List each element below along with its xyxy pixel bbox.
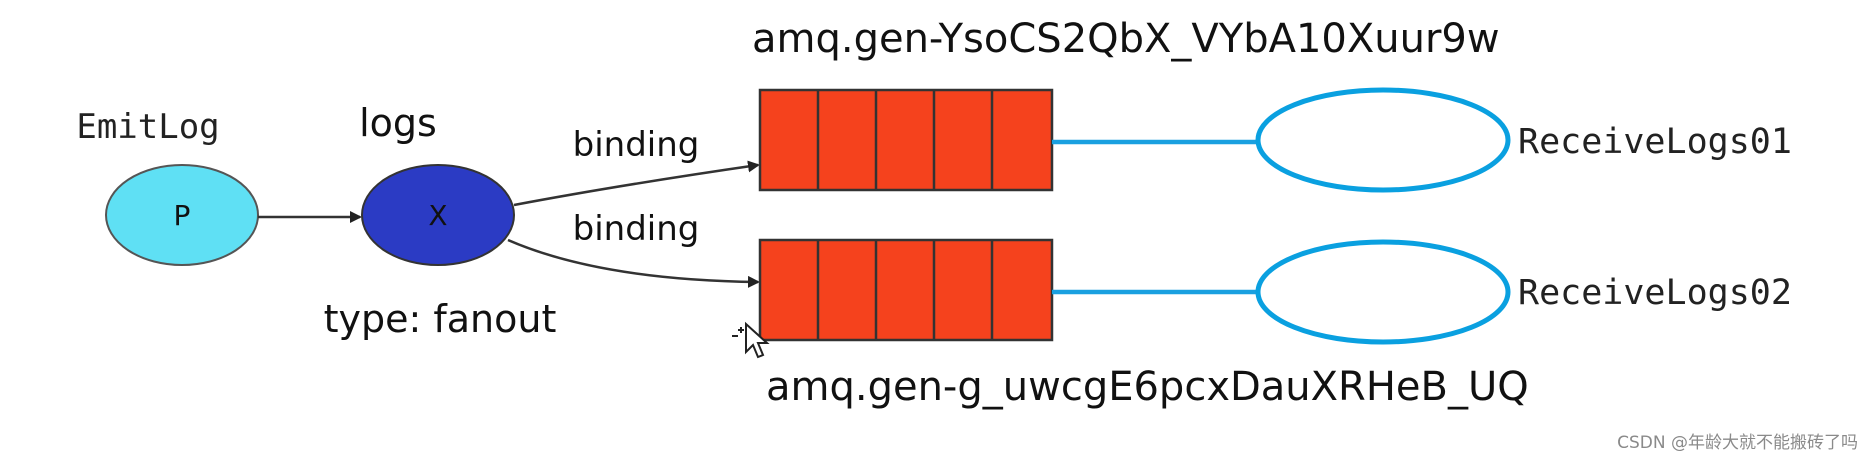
consumer-name-2: ReceiveLogs02 [1518,273,1792,313]
exchange-symbol: X [428,199,447,232]
consumer-name-1: ReceiveLogs01 [1518,122,1792,162]
queue-1 [758,88,1054,192]
producer-node [105,164,259,266]
queue-name-1: amq.gen-YsoCS2QbX_VYbA10Xuur9w [752,16,1500,62]
producer-symbol: P [174,199,191,232]
queue-name-2: amq.gen-g_uwcgE6pcxDauXRHeB_UQ [766,364,1529,410]
producer-name: EmitLog [76,107,219,147]
binding-label-1: binding [573,125,700,165]
binding-arrow-2 [507,238,760,288]
csdn-watermark: CSDN @年龄大就不能搬砖了吗 [1617,433,1858,453]
binding-label-2: binding [573,209,700,249]
exchange-type-label: type: fanout [324,297,557,341]
mouse-cursor-icon [732,321,770,359]
queue-2-body [758,238,1054,342]
consumer-node-2 [1255,239,1511,345]
exchange-node [361,164,515,266]
exchange-name: logs [359,101,437,145]
binding-arrow-1 [513,160,760,207]
queue-1-body [758,88,1054,192]
queue-2 [758,238,1054,342]
consumer-node-1 [1255,87,1511,193]
